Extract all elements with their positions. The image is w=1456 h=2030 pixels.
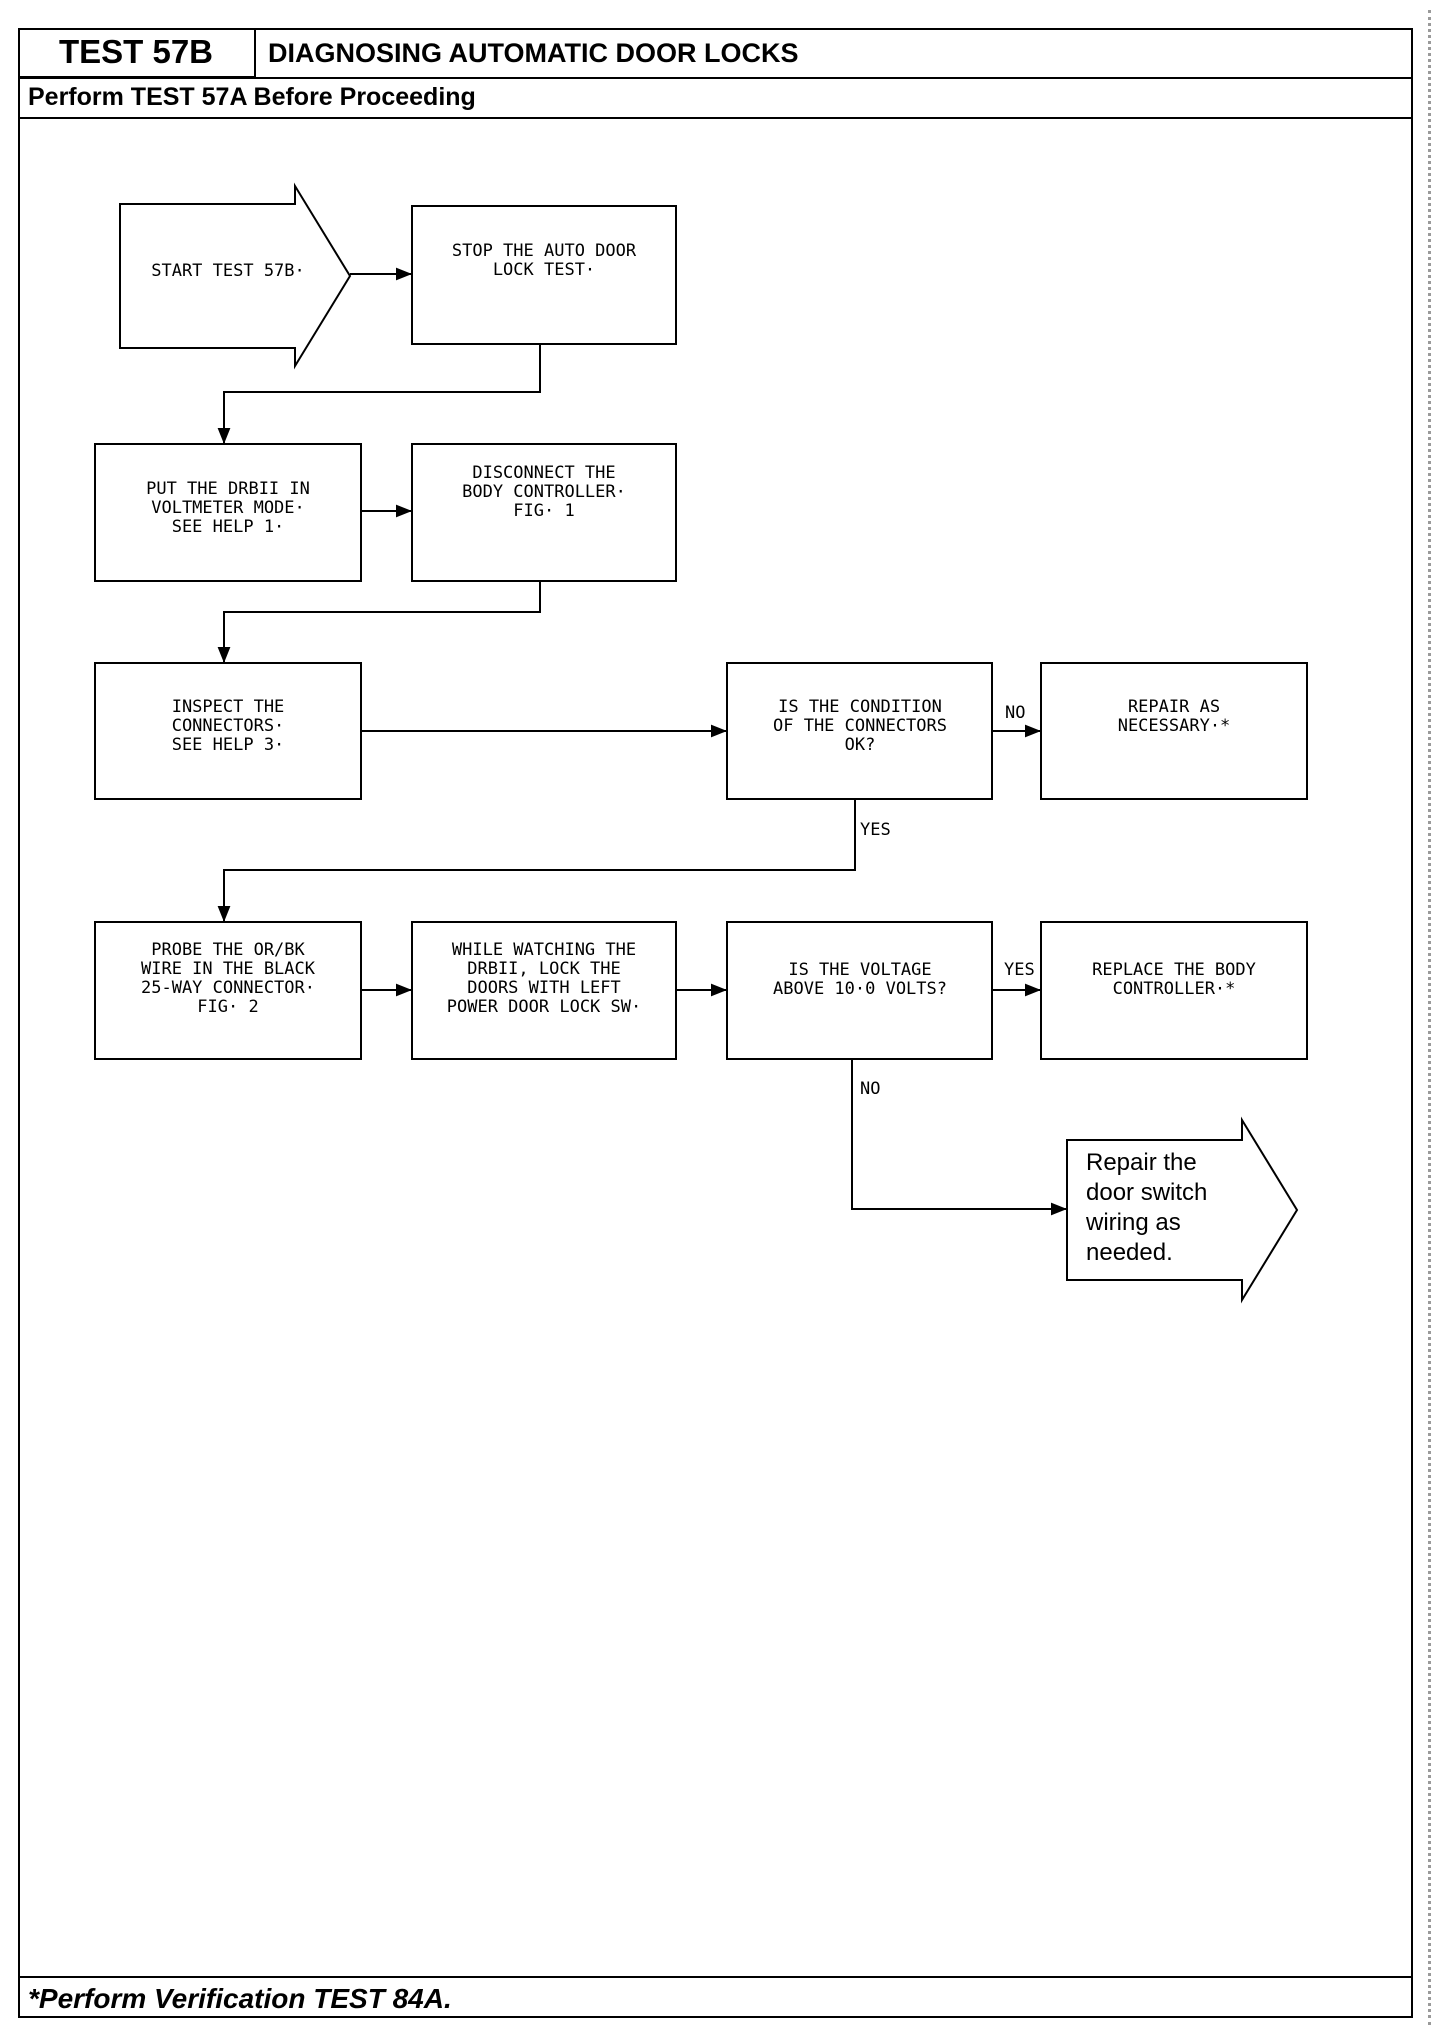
connector-stop-voltmeter [217,344,541,444]
voltage-no-label: NO [860,1079,880,1099]
condition-no-label: NO [1005,703,1025,723]
probe-text-line: 25-WAY CONNECTOR· [141,978,315,998]
lock-doors-text-line: WHILE WATCHING THE [452,940,636,960]
footer-divider [18,1976,1413,1978]
disconnect-text-line: FIG· 1 [513,501,574,521]
replace-text-line: CONTROLLER·* [1113,979,1236,999]
stop-test-text-line: LOCK TEST· [493,260,595,280]
stop-test-text-line: STOP THE AUTO DOOR [452,241,637,261]
verification-note: *Perform Verification TEST 84A. [28,1983,452,2014]
voltage-question-text-line: IS THE VOLTAGE [788,960,931,980]
disconnect-text-line: BODY CONTROLLER· [462,482,626,502]
door-repair-text-line: Repair the [1086,1149,1197,1176]
voltage-question-text-line: ABOVE 10·0 VOLTS? [773,979,947,999]
condition-yes-label: YES [860,820,891,840]
start-node: START TEST 57B· [119,182,352,370]
page-frame [18,28,1413,2018]
door-repair-node: Repair the door switch wiring as needed. [1066,1116,1299,1304]
voltage-yes-label: YES [1004,960,1035,980]
probe-text-line: FIG· 2 [197,997,258,1017]
voltmeter-text-line: PUT THE DRBII IN [146,479,310,499]
prerequisite-note: Perform TEST 57A Before Proceeding [28,83,476,111]
lock-doors-text-line: DOORS WITH LEFT [467,978,621,998]
replace-text-line: REPLACE THE BODY [1092,960,1256,980]
repair-text-line: REPAIR AS [1128,697,1220,717]
lock-doors-text-line: POWER DOOR LOCK SW· [447,997,641,1017]
voltmeter-text-line: VOLTMETER MODE· [151,498,305,518]
condition-question-text-line: OF THE CONNECTORS [773,716,947,736]
inspect-text-line: CONNECTORS· [172,716,285,736]
inspect-text-line: INSPECT THE [172,697,285,717]
door-repair-text-line: door switch [1086,1179,1207,1206]
probe-text-line: WIRE IN THE BLACK [141,959,316,979]
connector-voltage-door-repair [851,1059,1067,1216]
binding-edge [1428,10,1431,2025]
door-repair-text: Repair the door switch wiring as needed. [1085,1149,1207,1266]
probe-text-line: PROBE THE OR/BK [151,940,305,960]
start-text: START TEST 57B· [151,261,305,281]
inspect-text-line: SEE HELP 3· [172,735,285,755]
disconnect-text-line: DISCONNECT THE [472,463,615,483]
repair-text-line: NECESSARY·* [1118,716,1231,736]
start-text-line: START TEST 57B· [151,261,305,281]
header-divider [18,77,1413,79]
connector-disconnect-inspect [217,581,541,663]
condition-question-text-line: IS THE CONDITION [778,697,942,717]
door-repair-text-line: needed. [1086,1239,1173,1266]
condition-question-text-line: OK? [845,735,876,755]
connector-condition-probe [217,799,856,922]
page-title: DIAGNOSING AUTOMATIC DOOR LOCKS [268,38,799,68]
subheader-divider [18,117,1413,119]
door-repair-text-line: wiring as [1085,1209,1181,1236]
voltmeter-text-line: SEE HELP 1· [172,517,285,537]
lock-doors-text-line: DRBII, LOCK THE [467,959,621,979]
